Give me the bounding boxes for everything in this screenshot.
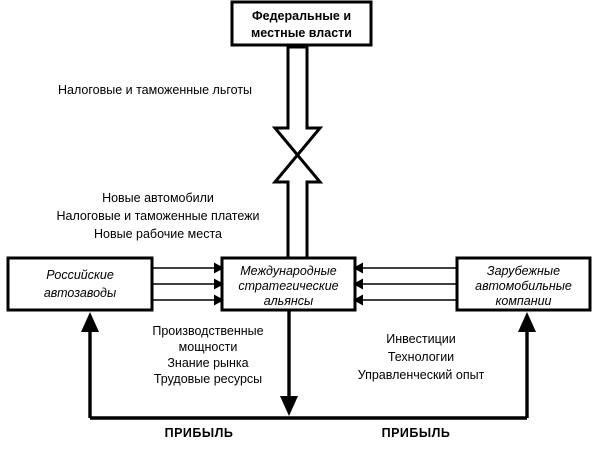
returns-arrow-shape xyxy=(271,152,324,260)
note-returns-line-3: Новые рабочие места xyxy=(94,227,222,241)
note-left-contrib-line-1: Производственные xyxy=(152,324,263,338)
left-to-center-arrow-2-head xyxy=(214,278,224,290)
left-to-center-arrow-1-head xyxy=(214,262,224,274)
left-to-center-arrow-3-head xyxy=(214,294,224,306)
foreign-companies-line-1: Зарубежные xyxy=(487,264,560,278)
note-returns-line-2: Налоговые и таможенные платежи xyxy=(56,209,259,223)
note-right-contributions: Инвестиции Технологии Управленческий опы… xyxy=(358,332,485,382)
note-right-contrib-line-1: Инвестиции xyxy=(386,332,455,346)
note-right-contrib-line-2: Технологии xyxy=(388,350,454,364)
right-to-center-arrow-3-head xyxy=(353,294,363,306)
profit-return-left-arrow xyxy=(81,312,99,418)
russian-plants-line-2: автозаводы xyxy=(44,286,116,300)
right-to-center-arrow-2-head xyxy=(353,278,363,290)
foreign-companies-line-2: автомобильные xyxy=(475,279,572,293)
alliances-line-3: альянсы xyxy=(264,294,313,308)
authorities-box-line-2: местные власти xyxy=(251,26,352,40)
right-to-center-arrow-1-head xyxy=(353,262,363,274)
foreign-companies-box-rect xyxy=(455,256,592,312)
foreign-companies-box: Зарубежные автомобильные компании xyxy=(455,256,592,312)
note-incentives: Налоговые и таможенные льготы xyxy=(58,83,252,97)
alliances-to-profit-arrow xyxy=(280,310,298,416)
alliances-box: Международные стратегические альянсы xyxy=(220,256,357,312)
incentives-block-arrow-down xyxy=(271,45,324,158)
profit-label-left: ПРИБЫЛЬ xyxy=(165,426,234,440)
incentives-arrow-shape xyxy=(271,45,324,158)
note-returns-to-state: Новые автомобили Налоговые и таможенные … xyxy=(56,191,259,241)
profit-label-right: ПРИБЫЛЬ xyxy=(382,426,451,440)
alliances-line-1: Международные xyxy=(240,264,337,278)
right-to-center-arrows xyxy=(353,262,457,306)
note-left-contributions: Производственные мощности Знание рынка Т… xyxy=(152,324,263,386)
profit-return-right-head xyxy=(518,312,536,332)
returns-block-arrow-up xyxy=(271,152,324,260)
authorities-box-line-1: Федеральные и xyxy=(252,9,351,23)
note-left-contrib-line-4: Трудовые ресурсы xyxy=(154,372,262,386)
alliances-to-profit-head xyxy=(280,396,298,416)
note-left-contrib-line-3: Знание рынка xyxy=(167,356,248,370)
left-to-center-arrows xyxy=(152,262,224,306)
russian-plants-line-1: Российские xyxy=(46,268,114,282)
foreign-companies-line-3: компании xyxy=(495,294,551,308)
note-left-contrib-line-2: мощности xyxy=(179,340,238,354)
note-returns-line-1: Новые автомобили xyxy=(102,191,214,205)
authorities-box-rect xyxy=(230,0,373,47)
authorities-box: Федеральные и местные власти xyxy=(230,0,373,47)
alliances-line-2: стратегические xyxy=(238,279,338,293)
russian-plants-box-rect xyxy=(6,256,154,312)
russian-plants-box: Российские автозаводы xyxy=(6,256,154,312)
note-right-contrib-line-3: Управленческий опыт xyxy=(358,368,485,382)
profit-return-left-head xyxy=(81,312,99,332)
profit-return-right-arrow xyxy=(518,312,536,418)
